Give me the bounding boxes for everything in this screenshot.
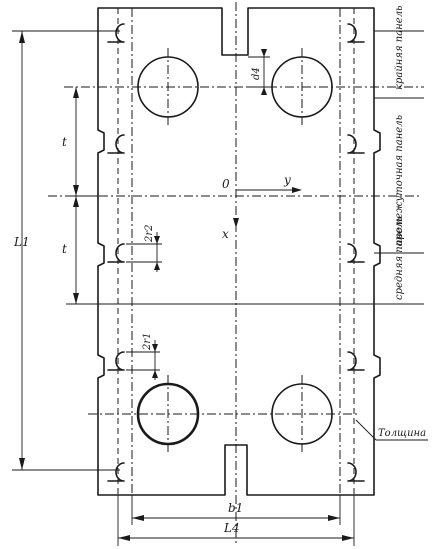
label-t-lower: t <box>62 242 67 256</box>
arrow <box>73 87 79 98</box>
slot-notch <box>347 462 365 482</box>
arrow <box>261 49 267 57</box>
arrow <box>342 535 354 541</box>
label-thickness: Толщина <box>378 428 426 439</box>
slot-notch <box>107 462 125 482</box>
label-axis-y: y <box>283 173 291 187</box>
slot-notch <box>347 23 365 43</box>
slots-right <box>347 23 365 482</box>
slot-notch <box>107 351 125 371</box>
label-origin: 0 <box>222 177 230 191</box>
leader-thickness <box>355 419 377 441</box>
arrow <box>73 196 79 207</box>
arrow <box>154 236 160 244</box>
label-d4: d4 <box>251 67 262 80</box>
arrow <box>292 187 302 193</box>
label-2r2: 2r2 <box>144 224 155 243</box>
label-edge-panel: крайняя панель <box>394 5 405 90</box>
label-intermediate-panel: промежуточная панель <box>394 115 405 246</box>
label-2r1: 2r1 <box>142 332 153 351</box>
arrow <box>132 515 144 521</box>
arrow <box>154 262 160 270</box>
arrow <box>261 87 267 95</box>
label-b1: b1 <box>228 501 243 515</box>
label-L1: L1 <box>13 235 30 249</box>
panel-outline <box>97 7 381 496</box>
arrow <box>233 218 239 228</box>
slot-notch <box>107 23 125 43</box>
slot-notch <box>107 243 125 263</box>
arrow <box>118 535 130 541</box>
label-middle-panel: средняя панель <box>394 216 405 300</box>
arrow <box>152 370 158 378</box>
label-axis-x: x <box>222 227 229 241</box>
arrow <box>19 31 25 43</box>
arrow <box>328 515 340 521</box>
arrow <box>73 185 79 196</box>
arrow <box>73 293 79 304</box>
slots-left <box>107 23 125 482</box>
slot-notch <box>347 243 365 263</box>
slot-notch <box>347 351 365 371</box>
arrow <box>19 458 25 470</box>
slot-notch <box>107 134 125 154</box>
arrow <box>152 344 158 352</box>
label-t-upper: t <box>62 135 67 149</box>
slot-notch <box>347 134 365 154</box>
label-L4: L4 <box>223 521 240 535</box>
